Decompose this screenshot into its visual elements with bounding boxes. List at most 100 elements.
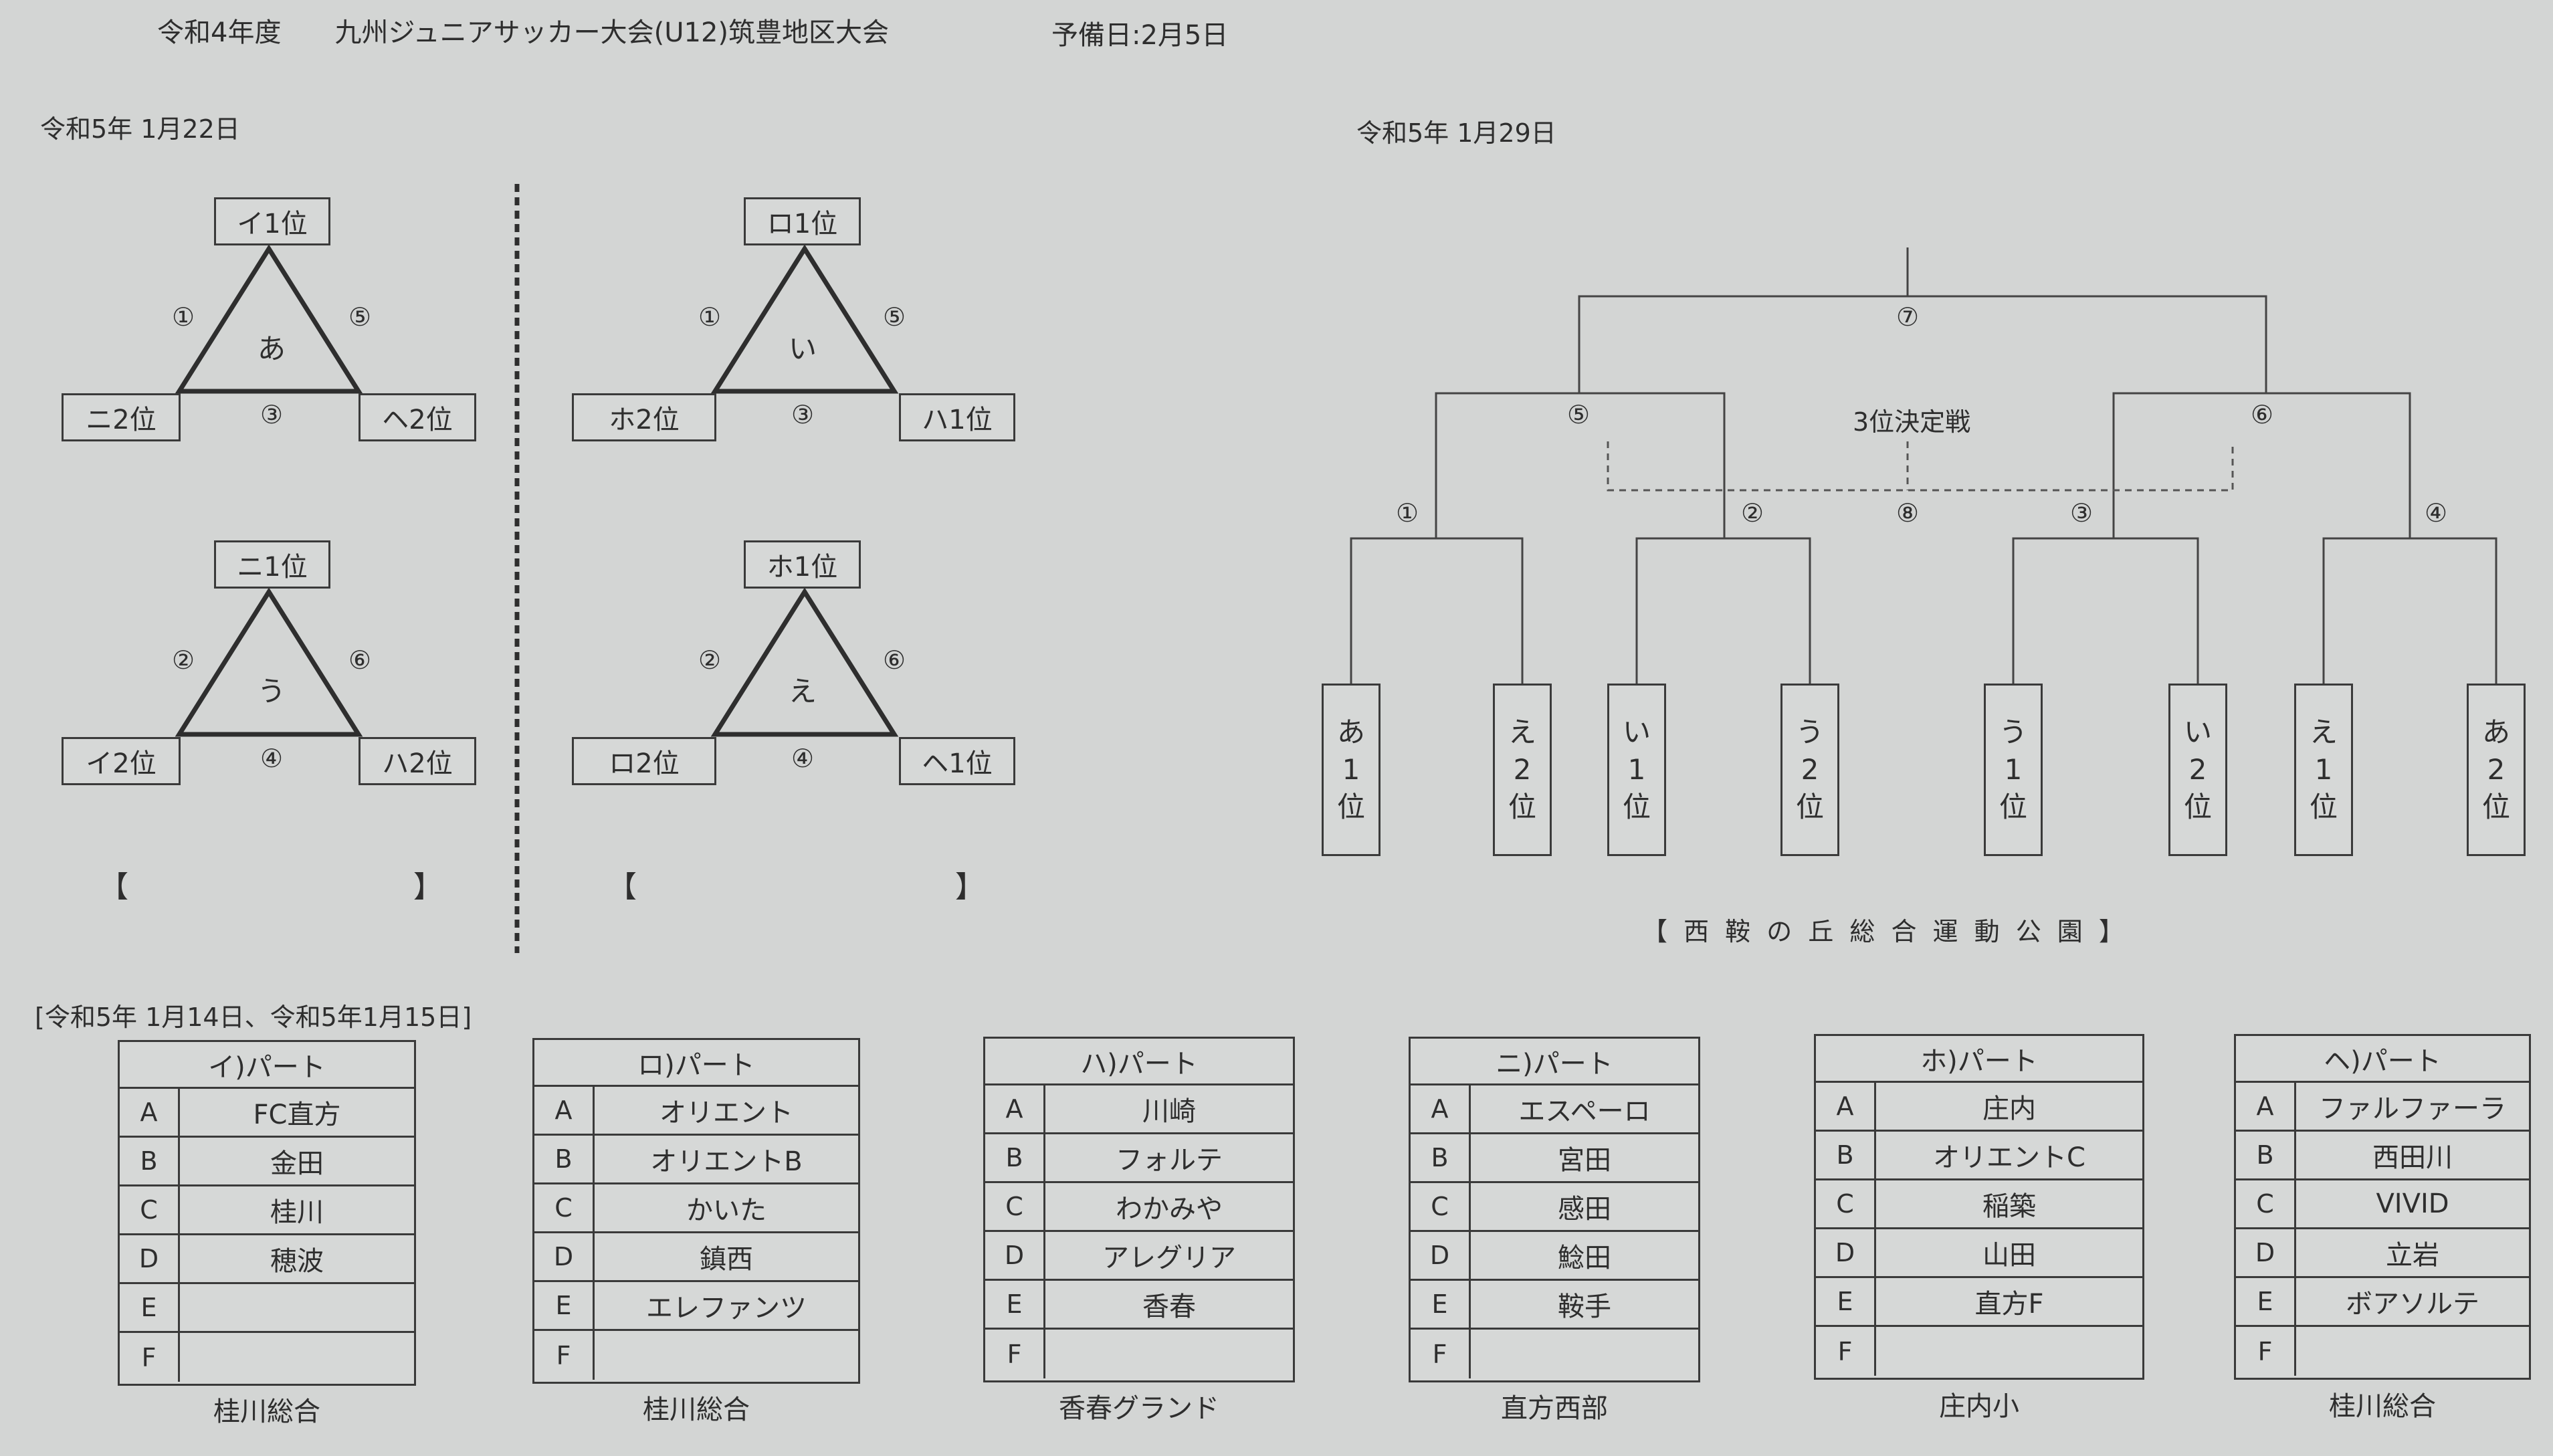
group-header: ホ)パート — [1816, 1036, 2142, 1083]
tri2-match-left: ① — [698, 302, 722, 332]
triangle-lines — [175, 244, 899, 737]
group-venue-ni: 直方西部 — [1501, 1393, 1608, 1424]
tri3-top-box: ニ1位 — [214, 540, 330, 589]
bracket-open-1: 【 — [99, 870, 128, 904]
tri2-right-box: ハ1位 — [899, 393, 1015, 441]
tri3-match-right: ⑥ — [348, 645, 372, 675]
group-header: イ)パート — [120, 1042, 414, 1089]
tri2-top-box: ロ1位 — [744, 197, 861, 245]
bracket-close-2: 】 — [955, 870, 985, 904]
tri3-right-box: ハ2位 — [359, 737, 476, 785]
bracket-open-2: 【 — [607, 870, 637, 904]
qf2-match-number: ② — [1740, 498, 1764, 528]
tri1-right-box: ヘ2位 — [359, 393, 476, 441]
qf4-match-number: ④ — [2424, 498, 2448, 528]
tri3-match-bottom: ④ — [260, 744, 284, 773]
tri3-match-left: ② — [171, 645, 195, 675]
tri4-left-box: ロ2位 — [572, 737, 716, 785]
tri2-left-box: ホ2位 — [572, 393, 716, 441]
bracket-close-1: 】 — [413, 870, 443, 904]
page-title: 令和4年度 九州ジュニアサッカー大会(U12)筑豊地区大会 — [157, 17, 890, 48]
third-place-match-number: ⑧ — [1896, 498, 1920, 528]
group-venue-ho: 庄内小 — [1939, 1391, 2019, 1422]
tri4-right-box: ヘ1位 — [899, 737, 1015, 785]
tri2-center: い — [788, 332, 817, 365]
semi-right-match-number: ⑥ — [2250, 400, 2274, 429]
group-header: ニ)パート — [1411, 1039, 1698, 1085]
tri3-center: う — [257, 675, 286, 708]
third-place-label: 3位決定戦 — [1853, 407, 1971, 437]
tri1-match-left: ① — [171, 302, 195, 332]
table-row: F — [1816, 1327, 2142, 1376]
group-venue-i: 桂川総合 — [213, 1396, 320, 1427]
table-row: F — [534, 1331, 858, 1380]
group-header: ロ)パート — [534, 1040, 858, 1087]
tri3-left-box: イ2位 — [62, 737, 181, 785]
table-row: F — [1411, 1330, 1698, 1378]
tournament-bracket — [1350, 247, 2497, 684]
table-row: F — [120, 1333, 414, 1382]
tri4-top-box: ホ1位 — [744, 540, 861, 589]
group-header: ヘ)パート — [2236, 1036, 2529, 1083]
tri4-match-right: ⑥ — [882, 645, 906, 675]
final-venue: 【 西 鞍 の 丘 総 合 運 動 公 園 】 — [1642, 917, 2128, 946]
tri4-match-left: ② — [698, 645, 722, 675]
day1-date: 令和5年 1月22日 — [40, 114, 240, 144]
groups-date: [令和5年 1月14日、令和5年1月15日] — [35, 1003, 472, 1032]
final-match-number: ⑦ — [1896, 302, 1920, 332]
group-header: ハ)パート — [985, 1039, 1293, 1085]
table-row: E — [120, 1284, 414, 1333]
tri1-match-right: ⑤ — [348, 302, 372, 332]
qf1-match-number: ① — [1395, 498, 1419, 528]
tri4-center: え — [788, 675, 817, 708]
table-row: F — [2236, 1327, 2529, 1376]
qf3-match-number: ③ — [2069, 498, 2094, 528]
tri1-center: あ — [257, 332, 286, 365]
table-row: F — [985, 1330, 1293, 1378]
tri2-match-right: ⑤ — [882, 302, 906, 332]
tri1-match-bottom: ③ — [260, 400, 284, 429]
tri4-match-bottom: ④ — [791, 744, 815, 773]
day2-date: 令和5年 1月29日 — [1356, 118, 1556, 148]
